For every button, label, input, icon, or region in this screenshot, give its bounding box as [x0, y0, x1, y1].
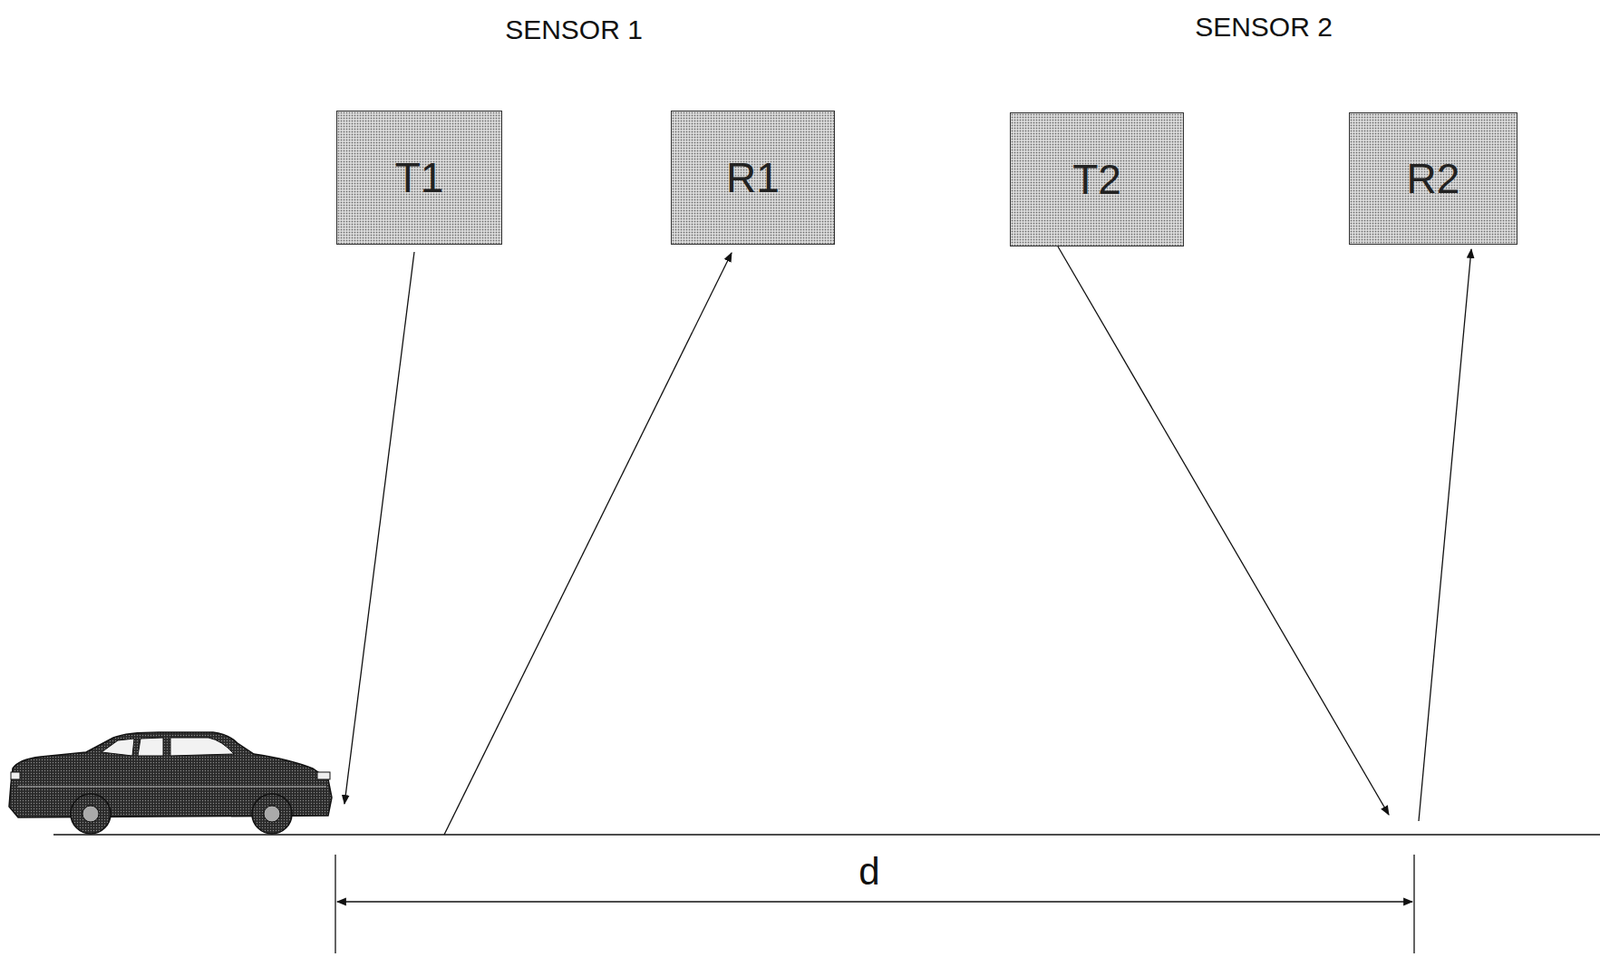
unit-label: R1 — [722, 155, 784, 201]
unit-label: T1 — [391, 155, 448, 201]
beam-ray — [444, 252, 732, 835]
road-line — [53, 833, 1600, 836]
dimension-label: d — [858, 853, 880, 892]
sensor-unit-box: R1 — [670, 110, 835, 245]
car-illustration — [9, 732, 332, 834]
sensor-heading: SENSOR 1 — [504, 16, 643, 44]
beam-ray — [1057, 246, 1389, 815]
beam-ray — [1418, 249, 1472, 822]
unit-label: R2 — [1403, 155, 1465, 202]
dimension-tick — [1413, 854, 1415, 954]
sensor-unit-box: T1 — [336, 110, 503, 245]
sensor-heading: SENSOR 2 — [1194, 13, 1333, 41]
sensor-unit-box: T2 — [1009, 112, 1184, 247]
beam-ray — [344, 252, 415, 805]
dimension-line — [337, 901, 1413, 902]
unit-label: T2 — [1068, 156, 1125, 203]
dimension-tick — [334, 854, 336, 954]
sensor-unit-box: R2 — [1348, 112, 1518, 245]
